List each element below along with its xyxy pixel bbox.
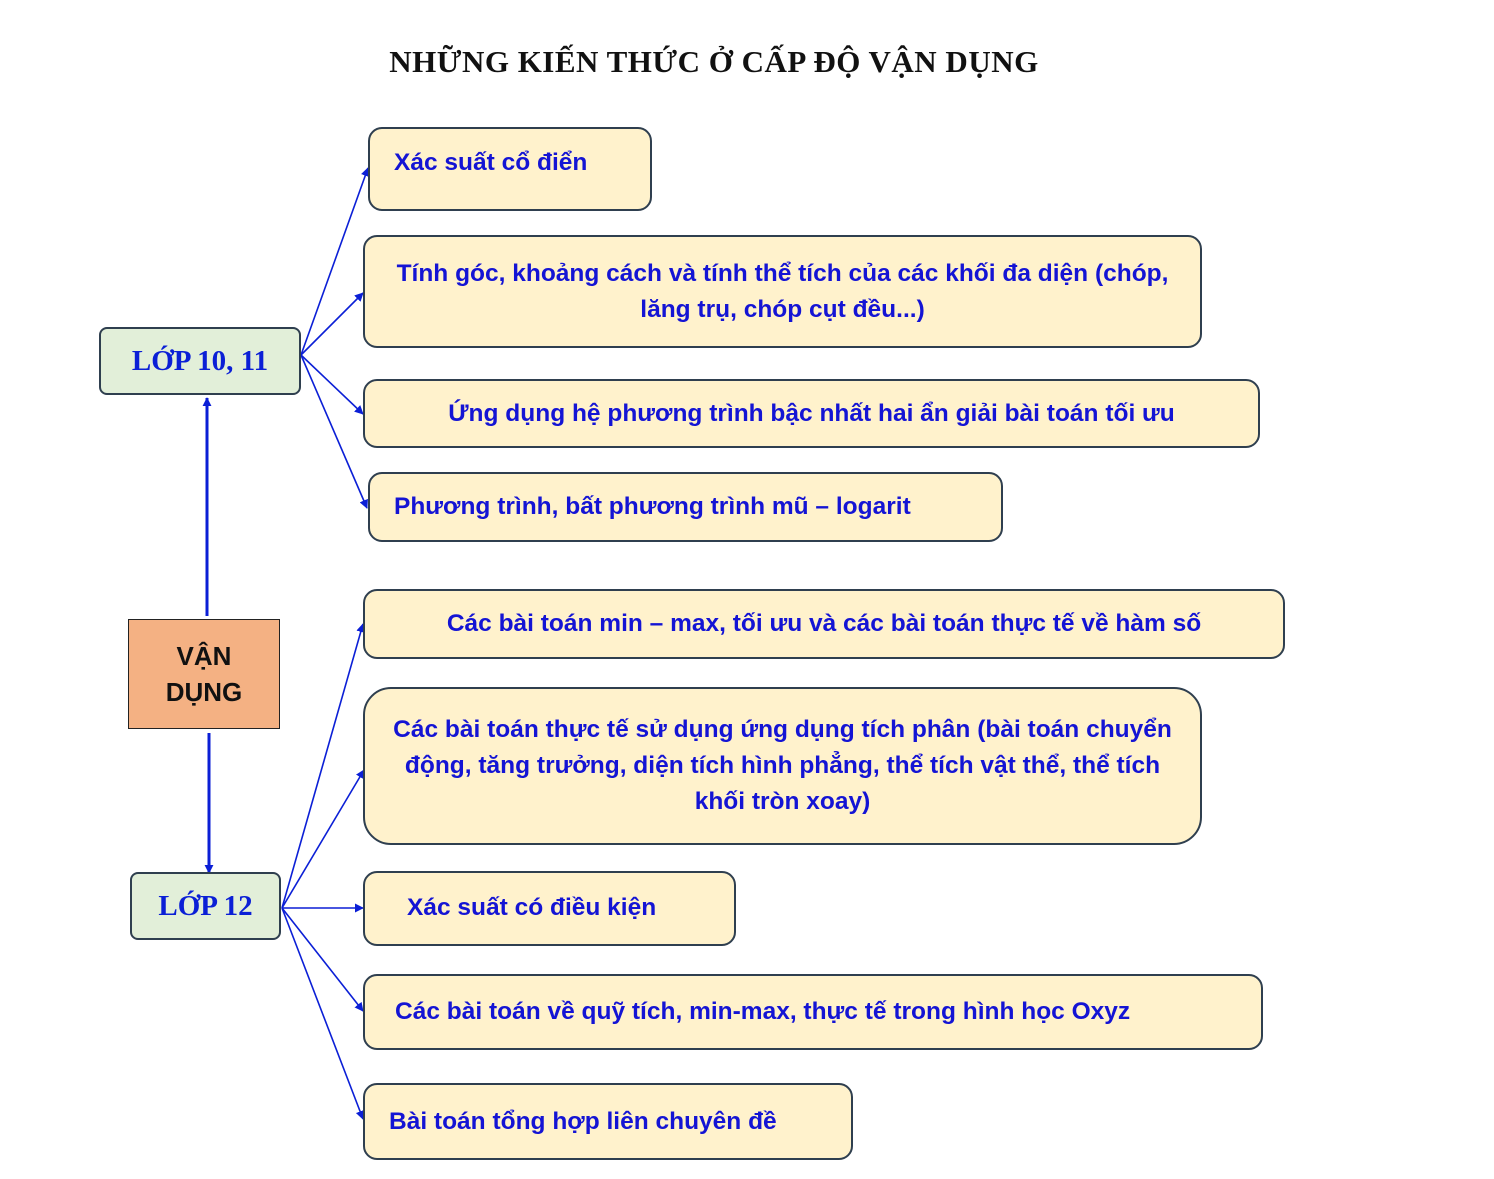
arrow-grade-12-to-topic-2 — [281, 769, 365, 909]
topic-cross-topic-synthesis: Bài toán tổng hợp liên chuyên đề — [363, 1083, 853, 1160]
arrow-grade-12-to-topic-1 — [281, 623, 366, 909]
grade-node-10-11: LỚP 10, 11 — [99, 327, 301, 395]
grade-label: LỚP 12 — [158, 889, 253, 922]
topic-label: Các bài toán về quỹ tích, min-max, thực … — [395, 998, 1131, 1025]
topic-label: Ứng dụng hệ phương trình bậc nhất hai ẩn… — [448, 399, 1175, 427]
grade-label: LỚP 10, 11 — [131, 344, 269, 377]
arrow-grade-12-to-topic-4 — [281, 907, 364, 1012]
grade-node-12: LỚP 12 — [130, 872, 281, 940]
arrow-grade-10-11-to-topic-4 — [300, 354, 368, 509]
topic-label: Xác suất cổ điển — [394, 149, 588, 176]
topic-oxyz-geometry: Các bài toán về quỹ tích, min-max, thực … — [363, 974, 1263, 1050]
topic-label: Các bài toán min – max, tối ưu và các bà… — [446, 610, 1202, 637]
topic-label: Tính góc, khoảng cách và tính thể tích c… — [396, 259, 1169, 323]
arrow-grade-10-11-to-topic-3 — [300, 354, 364, 415]
topic-label: Xác suất có điều kiện — [407, 894, 657, 921]
arrow-grade-12-to-topic-5 — [281, 907, 365, 1120]
topic-conditional-probability: Xác suất có điều kiện — [363, 871, 736, 946]
topic-exponential-logarithm: Phương trình, bất phương trình mũ – loga… — [368, 472, 1003, 542]
topic-polyhedra-angles-distance-volume: Tính góc, khoảng cách và tính thể tích c… — [363, 235, 1202, 348]
diagram-title: NHỮNG KIẾN THỨC Ở CẤP ĐỘ VẬN DỤNG — [389, 44, 1039, 79]
arrow-grade-10-11-to-topic-2 — [300, 292, 364, 356]
topic-label: Bài toán tổng hợp liên chuyên đề — [389, 1107, 777, 1135]
topic-linear-system-optimization: Ứng dụng hệ phương trình bậc nhất hai ẩn… — [363, 379, 1260, 448]
topic-label: Phương trình, bất phương trình mũ – loga… — [394, 493, 911, 520]
topic-function-min-max-optimization: Các bài toán min – max, tối ưu và các bà… — [363, 589, 1285, 659]
topic-label: Các bài toán thực tế sử dụng ứng dụng tí… — [393, 716, 1172, 815]
topic-integral-applications: Các bài toán thực tế sử dụng ứng dụng tí… — [363, 687, 1202, 845]
root-node-van-dung: VẬN DỤNG — [128, 619, 280, 729]
root-label: VẬN DỤNG — [165, 641, 243, 707]
arrow-grade-10-11-to-topic-1 — [300, 167, 370, 356]
topic-classical-probability: Xác suất cổ điển — [368, 127, 652, 211]
